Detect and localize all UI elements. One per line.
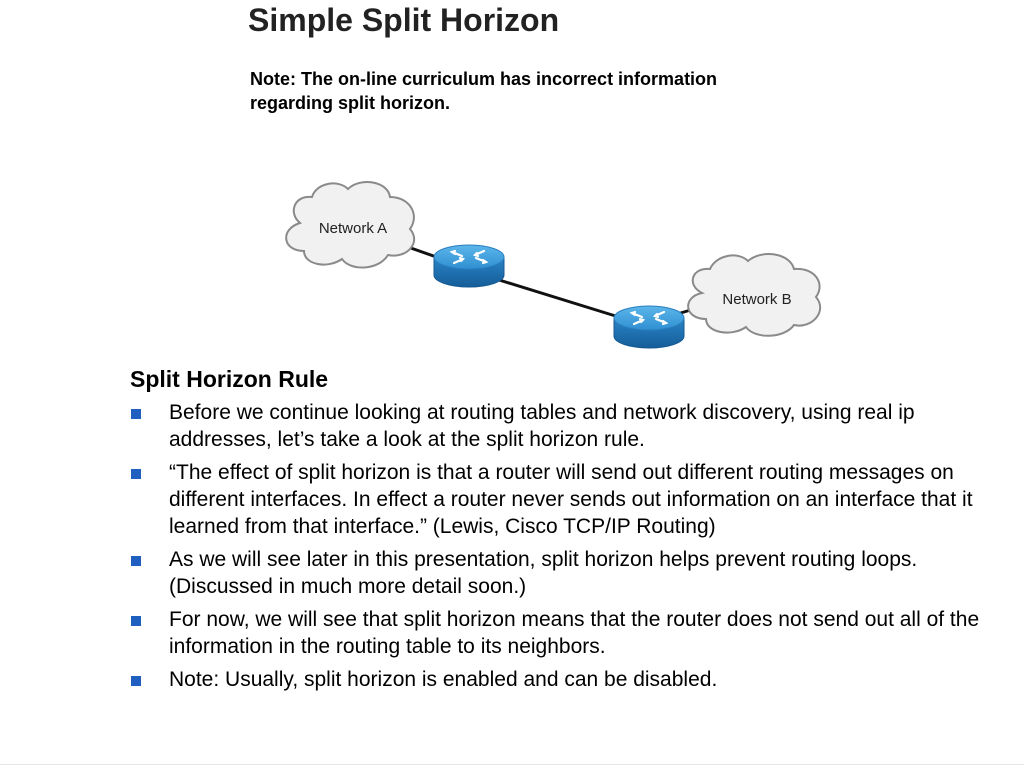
square-bullet-icon <box>131 556 141 566</box>
network-a-cloud-icon <box>285 181 416 269</box>
square-bullet-icon <box>131 676 141 686</box>
section-heading: Split Horizon Rule <box>130 366 329 392</box>
bullet-item: Before we continue looking at routing ta… <box>130 399 1000 453</box>
bottom-divider <box>0 764 1024 765</box>
network-b-label: Network B <box>722 291 791 308</box>
bullet-item: For now, we will see that split horizon … <box>130 606 1000 660</box>
bullet-item: Note: Usually, split horizon is enabled … <box>130 666 1000 693</box>
bullet-list: Before we continue looking at routing ta… <box>130 399 1000 699</box>
link-router-1-router-2 <box>495 277 623 320</box>
slide-title: Simple Split Horizon <box>248 2 560 38</box>
square-bullet-icon <box>131 616 141 626</box>
router-1-icon <box>433 244 505 288</box>
bullet-text: As we will see later in this presentatio… <box>169 548 918 598</box>
bullet-text: Note: Usually, split horizon is enabled … <box>169 668 718 691</box>
curriculum-note: Note: The on-line curriculum has incorre… <box>250 69 718 113</box>
bullet-item: “The effect of split horizon is that a r… <box>130 459 1000 540</box>
bullet-text: For now, we will see that split horizon … <box>169 608 980 658</box>
router-2-icon <box>613 305 685 349</box>
square-bullet-icon <box>131 409 141 419</box>
bullet-text: “The effect of split horizon is that a r… <box>169 461 973 538</box>
bullet-text: Before we continue looking at routing ta… <box>169 401 915 451</box>
network-a-label: Network A <box>319 220 387 237</box>
network-diagram: Network A N <box>285 181 822 349</box>
bullet-item: As we will see later in this presentatio… <box>130 546 1000 600</box>
network-b-cloud-icon <box>687 253 822 337</box>
square-bullet-icon <box>131 469 141 479</box>
